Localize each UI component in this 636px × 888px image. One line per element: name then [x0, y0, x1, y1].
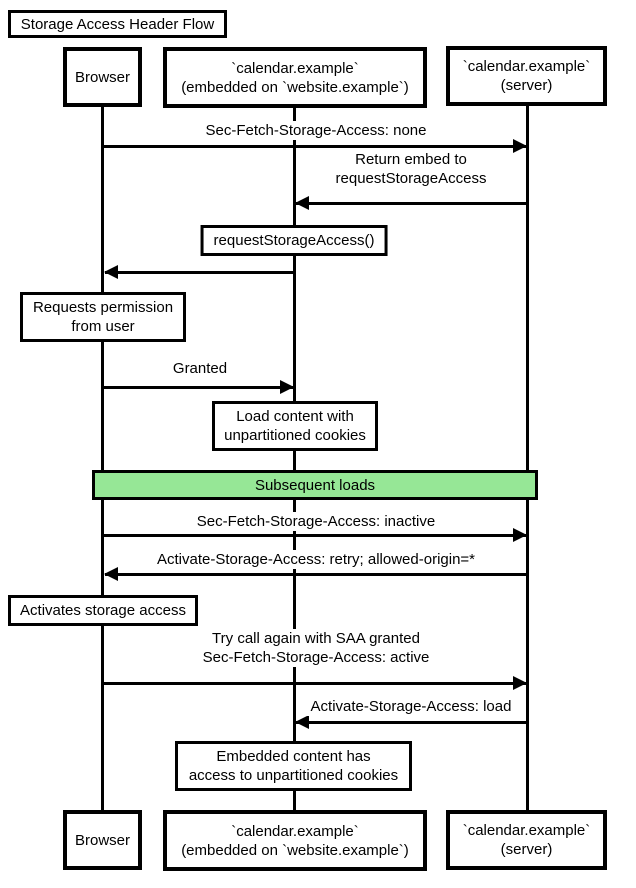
message-arrow-6 — [105, 573, 527, 576]
participant-browser-top: Browser — [63, 47, 142, 107]
arrowhead-left-icon — [295, 196, 309, 210]
message-label-text: requestStorageAccess() — [213, 232, 375, 249]
participant-embed-top: `calendar.example` (embedded on `website… — [163, 47, 427, 108]
message-label-text: Activate-Storage-Access: retry; allowed-… — [156, 551, 476, 568]
message-label-text: Sec-Fetch-Storage-Access: active — [202, 649, 430, 666]
diagram-title-box: Storage Access Header Flow — [8, 10, 227, 38]
message-arrow-1 — [104, 145, 527, 148]
participant-label: Browser — [74, 831, 130, 849]
participant-label: (server) — [500, 841, 553, 858]
message-label-text: Try call again with SAA granted — [212, 630, 420, 647]
message-arrow-8 — [296, 721, 527, 724]
message-label-8: Activate-Storage-Access: load — [306, 697, 516, 716]
note-text: unpartitioned cookies — [224, 427, 366, 444]
note-text: Embedded content has — [216, 748, 371, 765]
participant-server-bottom: `calendar.example` (server) — [446, 810, 607, 870]
message-label-text: Return embed to — [355, 151, 467, 168]
arrowhead-right-icon — [513, 528, 527, 542]
diagram-title: Storage Access Header Flow — [20, 15, 215, 33]
participant-label: `calendar.example` — [231, 822, 359, 840]
message-arrow-2 — [296, 202, 527, 205]
participant-label: `calendar.example` — [231, 59, 359, 77]
message-label-text: Granted — [172, 360, 228, 377]
section-label: Subsequent loads — [254, 476, 376, 494]
note-text: from user — [71, 318, 135, 335]
message-arrow-5 — [104, 534, 527, 537]
message-label-1: Sec-Fetch-Storage-Access: none — [201, 121, 431, 140]
note-text: access to unpartitioned cookies — [188, 767, 399, 784]
arrowhead-right-icon — [513, 676, 527, 690]
participant-embed-bottom: `calendar.example` (embedded on `website… — [163, 810, 427, 871]
note-activates-storage: Activates storage access — [8, 595, 198, 626]
participant-label: `calendar.example` — [462, 822, 591, 839]
participant-label: (embedded on `website.example`) — [181, 841, 409, 859]
message-label-text: Activate-Storage-Access: load — [310, 698, 512, 715]
message-label-3: requestStorageAccess() — [200, 225, 388, 256]
message-label-text: requestStorageAccess — [335, 170, 487, 187]
arrowhead-left-icon — [104, 567, 118, 581]
message-label-7: Try call again with SAA granted Sec-Fetc… — [198, 629, 434, 667]
message-arrow-4 — [104, 386, 294, 389]
message-label-4: Granted — [168, 359, 232, 378]
note-embedded-access: Embedded content has access to unpartiti… — [175, 741, 412, 791]
participant-server-top: `calendar.example` (server) — [446, 46, 607, 106]
message-label-5: Sec-Fetch-Storage-Access: inactive — [192, 512, 440, 531]
arrowhead-right-icon — [280, 380, 294, 394]
arrowhead-left-icon — [295, 715, 309, 729]
note-text: Requests permission — [32, 299, 174, 316]
note-requests-permission: Requests permission from user — [20, 292, 186, 342]
arrowhead-left-icon — [104, 265, 118, 279]
note-load-content: Load content with unpartitioned cookies — [212, 401, 378, 451]
message-arrow-7 — [104, 682, 527, 685]
note-text: Load content with — [236, 408, 354, 425]
message-label-text: Sec-Fetch-Storage-Access: none — [205, 122, 427, 139]
note-text: Activates storage access — [20, 602, 186, 619]
message-label-text: Sec-Fetch-Storage-Access: inactive — [196, 513, 436, 530]
participant-browser-bottom: Browser — [63, 810, 142, 870]
arrowhead-right-icon — [513, 139, 527, 153]
participant-label: `calendar.example` — [462, 58, 591, 75]
message-arrow-3 — [105, 271, 294, 274]
lifeline-embed — [293, 105, 296, 812]
lifeline-server — [526, 103, 529, 812]
lifeline-browser — [101, 105, 104, 812]
section-band: Subsequent loads — [92, 470, 538, 500]
message-label-6: Activate-Storage-Access: retry; allowed-… — [152, 550, 480, 569]
participant-label: (server) — [500, 77, 553, 94]
participant-label: (embedded on `website.example`) — [181, 78, 409, 96]
participant-label: Browser — [74, 68, 130, 86]
message-label-2: Return embed to requestStorageAccess — [331, 150, 491, 188]
